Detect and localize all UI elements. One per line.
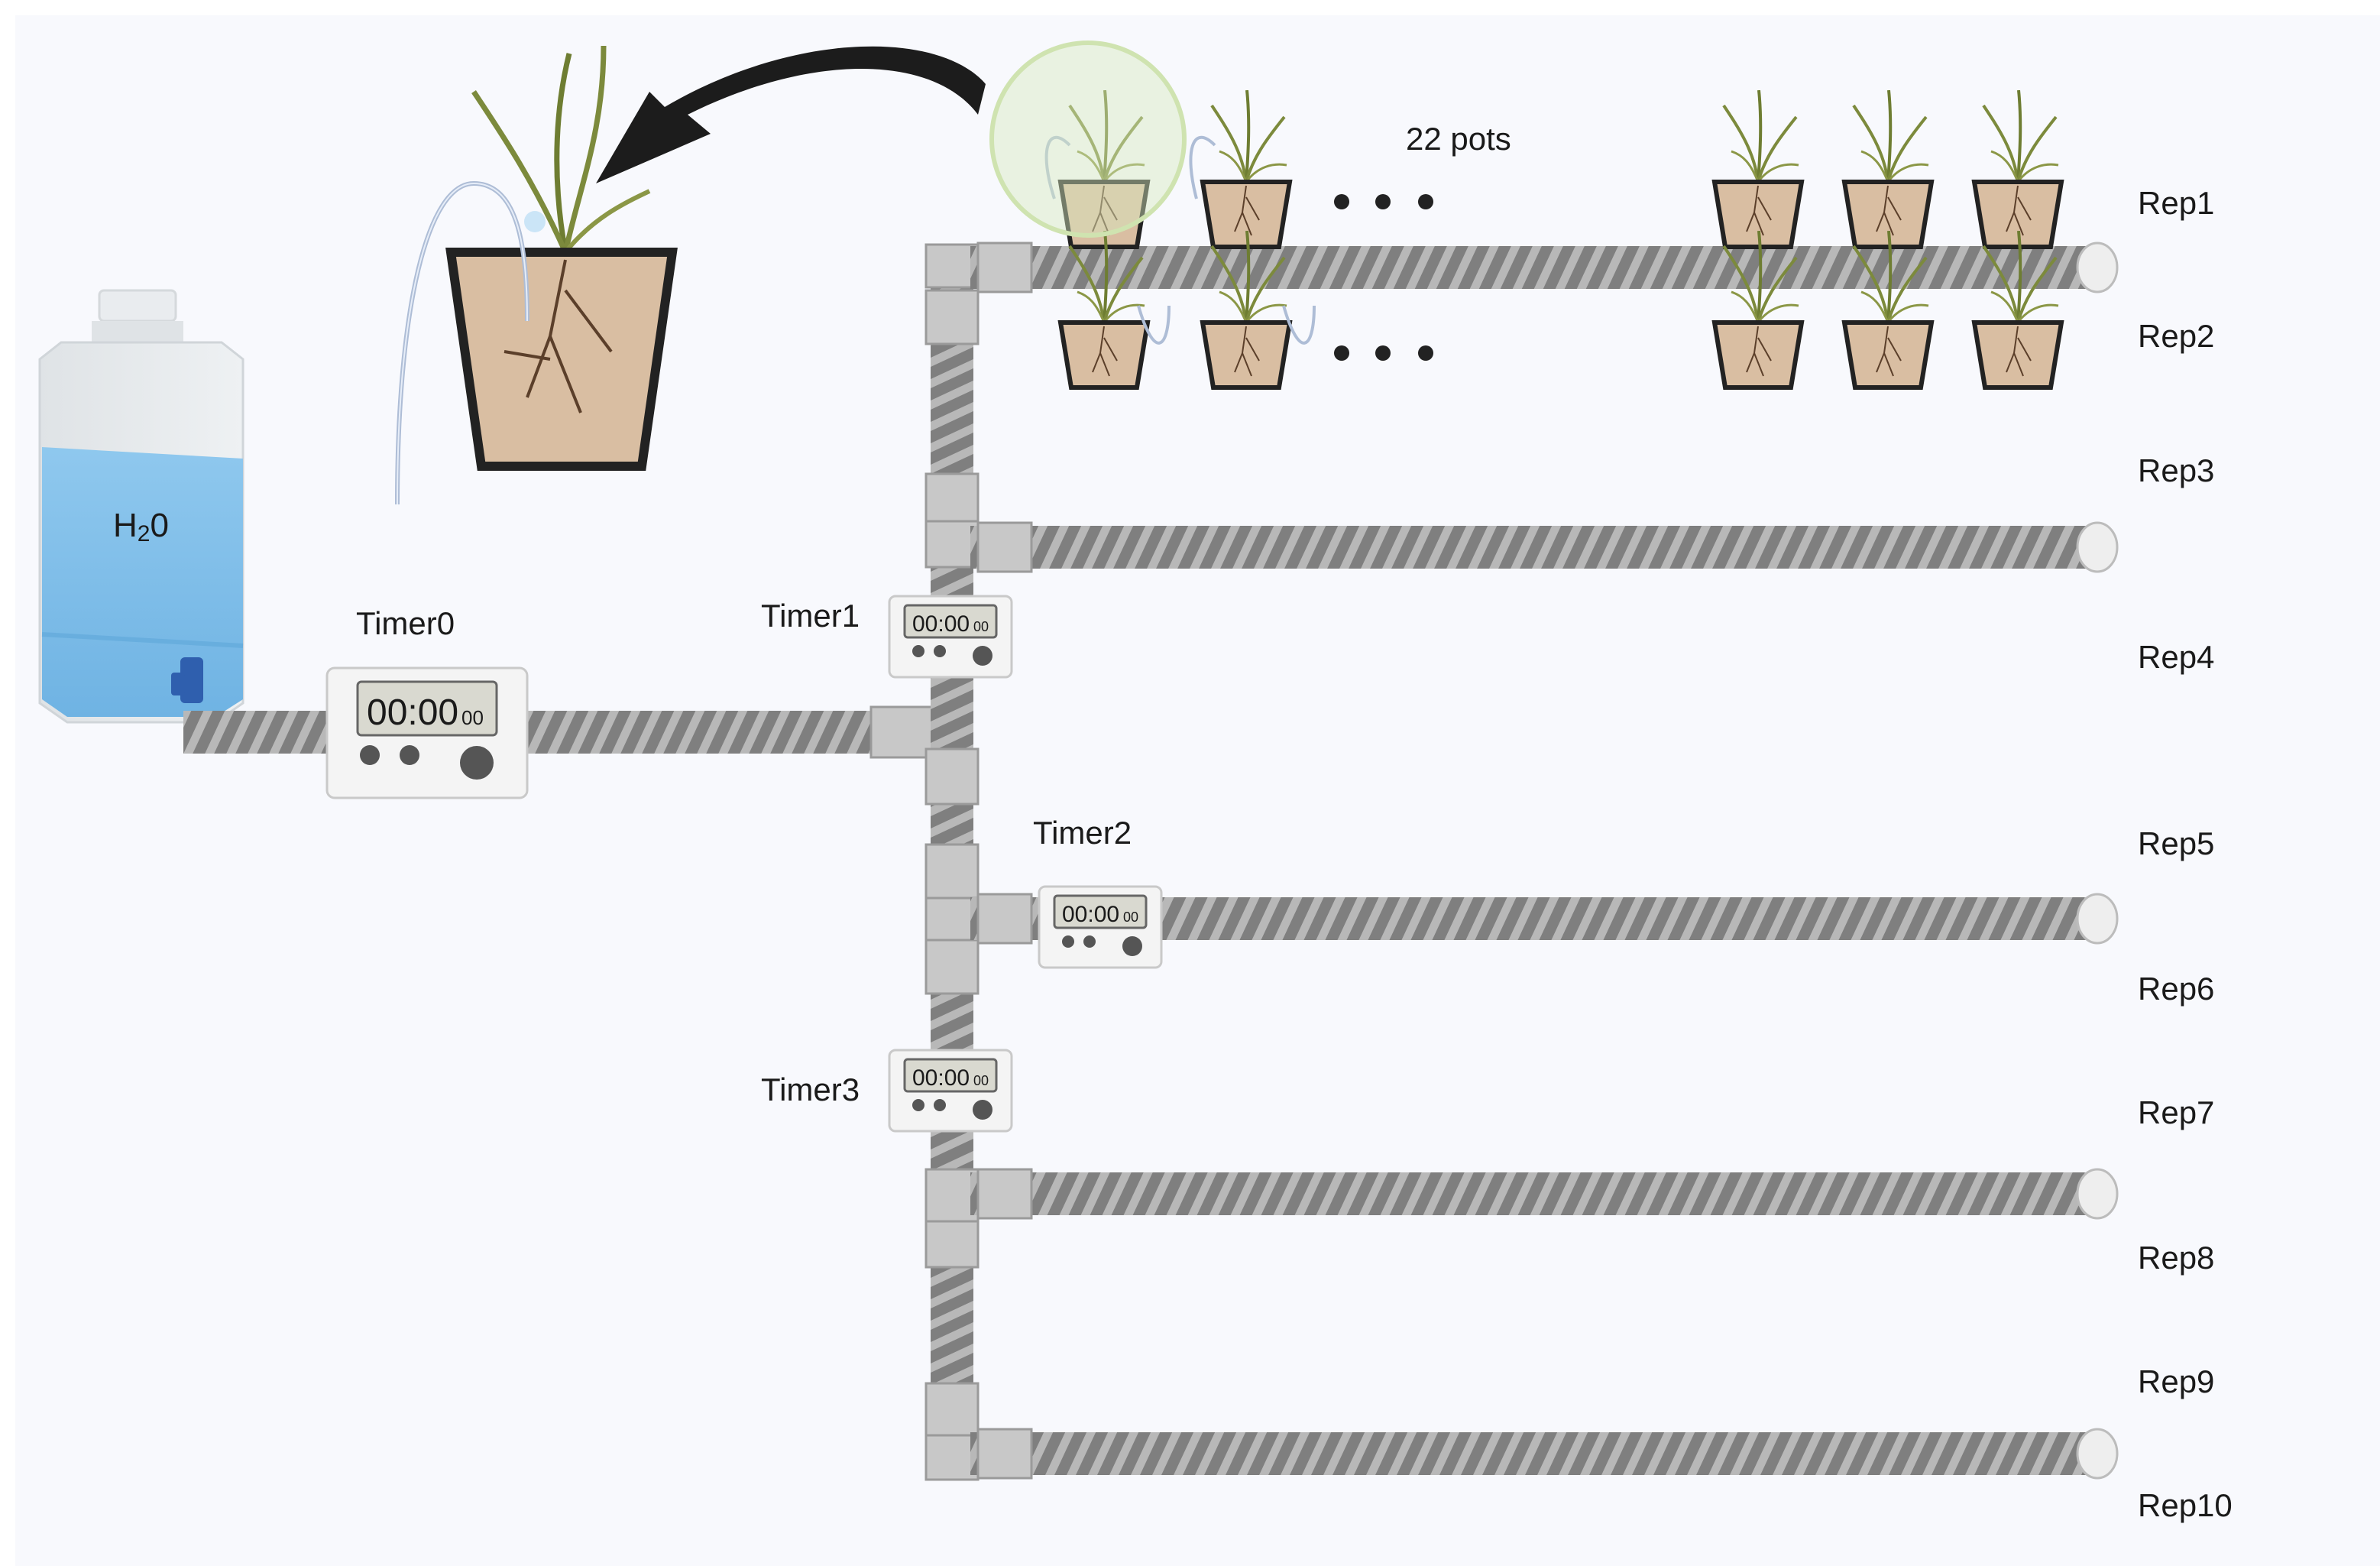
- enlarged-pot: [395, 45, 678, 505]
- timer3-label: Timer3: [761, 1072, 860, 1107]
- timer1: 00:00 00: [888, 595, 1013, 679]
- rep-label-5: Rep5: [2138, 825, 2214, 861]
- ellipsis-rep2: [1334, 345, 1433, 361]
- timer0-start-stop-button[interactable]: [460, 746, 494, 780]
- ellipsis-rep1: [1334, 194, 1433, 209]
- timer0-display-small: 00: [461, 706, 484, 729]
- rep-label-8: Rep8: [2138, 1240, 2214, 1276]
- timer2-display: 00:00: [1062, 902, 1119, 927]
- pots-count-label: 22 pots: [1406, 121, 1511, 157]
- branch-pipe-2: [970, 526, 2093, 569]
- rep-label-6: Rep6: [2138, 971, 2214, 1007]
- timer0-sec-button[interactable]: [400, 745, 419, 765]
- rep-label-7: Rep7: [2138, 1094, 2214, 1130]
- rep-label-4: Rep4: [2138, 639, 2214, 675]
- water-label: H20: [113, 507, 169, 546]
- timer0: 00:00 00: [325, 666, 529, 799]
- zoom-arrow-icon: [596, 46, 986, 183]
- rep-labels: Rep1 Rep2 Rep3 Rep4 Rep5 Rep6 Rep7 Rep8 …: [2138, 185, 2233, 1523]
- rep-label-10: Rep10: [2138, 1487, 2233, 1523]
- water-container: H20: [38, 289, 244, 724]
- rep-label-3: Rep3: [2138, 452, 2214, 488]
- supply-pipe: [183, 711, 947, 754]
- timer2-label: Timer2: [1033, 815, 1132, 851]
- timer2-display-small: 00: [1123, 909, 1138, 925]
- timer1-display: 00:00: [912, 611, 970, 637]
- branch-pipe-1: [970, 246, 2093, 289]
- timer0-label: Timer0: [356, 605, 455, 641]
- timer2: 00:00 00: [1038, 885, 1163, 969]
- branch-pipe-4: [970, 1172, 2093, 1215]
- timer3: 00:00 00: [888, 1049, 1013, 1133]
- timer3-display-small: 00: [973, 1073, 989, 1088]
- timer1-label: Timer1: [761, 598, 860, 634]
- rep-label-1: Rep1: [2138, 185, 2214, 221]
- timer3-display: 00:00: [912, 1065, 970, 1091]
- branch-pipe-5: [970, 1432, 2093, 1475]
- timer0-display: 00:00: [367, 692, 458, 733]
- timer1-display-small: 00: [973, 619, 989, 634]
- rep-label-9: Rep9: [2138, 1363, 2214, 1399]
- drip-tubing: [1044, 135, 1316, 345]
- timer0-min-button[interactable]: [360, 745, 380, 765]
- highlight-ring: [989, 41, 1187, 238]
- rep-label-2: Rep2: [2138, 318, 2214, 354]
